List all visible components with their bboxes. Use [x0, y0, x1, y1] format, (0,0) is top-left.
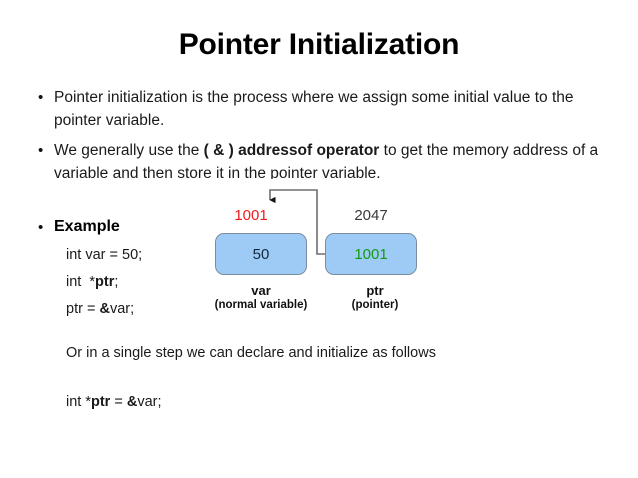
var-memory-box: 50 [215, 233, 307, 275]
bullet-item-example: • Example [36, 216, 236, 239]
var-value: 50 [252, 245, 270, 263]
code-line-single-step: int *ptr = &var; [66, 394, 162, 410]
ptr-caption: ptr (pointer) [317, 283, 433, 313]
single-step-note: Or in a single step we can declare and i… [66, 345, 436, 361]
code-line-declare-ptr: int *ptr; [66, 274, 119, 290]
ptr-memory-box: 1001 [325, 233, 417, 275]
ptr-address-label: 2047 [354, 207, 388, 224]
code-line-declare-var: int var = 50; [66, 247, 143, 263]
var-caption: var (normal variable) [197, 283, 325, 313]
bullet-item-1: • Pointer initialization is the process … [36, 86, 606, 132]
var-address-label: 1001 [234, 207, 268, 224]
bullet-text-2: We generally use the ( & ) addressof ope… [54, 142, 599, 182]
bullet-item-2: • We generally use the ( & ) addressof o… [36, 139, 616, 185]
ptr-caption-name: ptr [366, 283, 384, 298]
example-label: Example [54, 218, 120, 235]
ptr-caption-sub: (pointer) [351, 299, 399, 311]
bullet-marker-icon: • [38, 219, 44, 236]
var-caption-sub: (normal variable) [214, 299, 308, 311]
page-title: Pointer Initialization [178, 28, 460, 61]
bullet-marker-icon: • [38, 142, 44, 159]
pointer-diagram: 1001 2047 50 1001 var (normal variable) … [195, 179, 447, 328]
var-caption-name: var [251, 283, 271, 298]
bullet-marker-icon: • [38, 89, 44, 106]
bullet-text-1: Pointer initialization is the process wh… [54, 89, 574, 129]
code-line-assign-ptr: ptr = &var; [66, 301, 135, 317]
ptr-value: 1001 [354, 245, 388, 263]
